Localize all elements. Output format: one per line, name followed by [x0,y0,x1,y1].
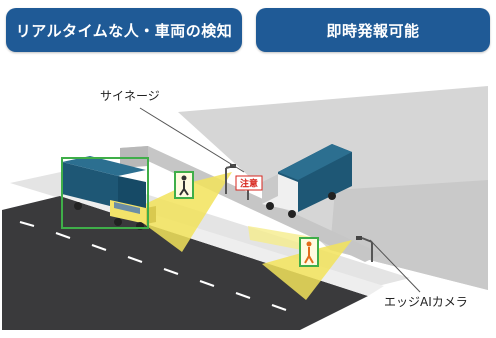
detection-cone-right [262,240,352,300]
signage-board [235,175,263,191]
pedestrian-icon-2 [304,241,314,264]
edge-ai-camera-icon [230,164,236,168]
instant-alert-header: 即時発報可能 [256,8,490,52]
signage-board-text: 注意 [240,178,258,190]
pedestrian-icon-1 [179,175,189,196]
back-lot-shade [330,180,488,290]
vehicle-detection-box [61,157,149,229]
signage-label: サイネージ [100,89,160,103]
camera-callout-line [369,239,421,293]
camera-pole-2 [361,237,373,262]
lane-dashes [19,221,287,311]
edge-ai-camera-icon-2 [356,236,362,240]
signage-callout-line [139,107,245,173]
realtime-detection-header: リアルタイムな人・車両の検知 [6,8,242,52]
detection-cone-left [128,172,232,252]
road [2,196,368,330]
truck-on-road [62,156,156,230]
truck-in-lot [262,144,352,218]
edge-ai-camera-label: エッジAIカメラ [384,295,468,309]
